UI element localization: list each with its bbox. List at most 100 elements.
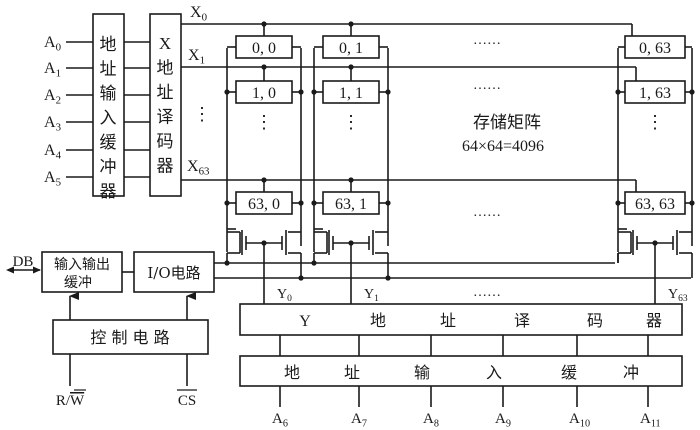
x-line-label-x63: X63 [187, 158, 210, 178]
junction-dot [298, 89, 304, 95]
y-address-input-buffer-label: 地址输入缓冲 [284, 363, 639, 382]
y-decoder-char-1: 地 [370, 311, 386, 330]
input-label-a9: A9 [495, 411, 511, 429]
ellipsis-row0: …… [473, 33, 501, 48]
memory-cell-label: 0, 1 [339, 40, 363, 57]
x-line-label-x0: X0 [190, 4, 208, 24]
y-decoder-char-3: 译 [514, 311, 530, 330]
db-bidirectional-arrow [6, 266, 41, 274]
control-circuit-box [52, 319, 209, 355]
junction-dot [689, 200, 695, 206]
word-line-junction [348, 64, 354, 70]
memory-columns: 0, 0 1, 0 63, 0 ⋮ Y0 0, 1 1, 1 63, 1 ⋮ Y1 0, 63 1, … [224, 21, 695, 304]
y-buffer-char-3: 入 [486, 363, 502, 382]
addr-buffer-char-4: 缓 [100, 133, 117, 153]
io-buffer-box [41, 251, 123, 293]
addr-buffer-char-2: 输 [100, 84, 117, 104]
cs-label: CS [178, 393, 196, 409]
addr-buffer-char-1: 址 [100, 60, 117, 80]
memory-column-0: 0, 01, 063, 0⋮Y0 [224, 21, 304, 304]
rw-label: R/W [56, 393, 85, 409]
x-lines-vertical-ellipsis: ⋮ [193, 104, 211, 124]
matrix-title: 存储矩阵 [473, 113, 541, 133]
db-label: DB [13, 254, 34, 270]
memory-cell-label: 1, 63 [639, 85, 671, 102]
y-decoder-char-4: 码 [587, 311, 603, 330]
memory-column-1: 0, 1 1, 1 63, 1 ⋮ Y1 [311, 21, 391, 304]
input-label-a0: A0 [44, 34, 62, 54]
x-decoder-char-2: 址 [157, 83, 174, 103]
junction-dot [224, 200, 230, 206]
word-line-junction [261, 21, 267, 27]
word-line-junction [261, 64, 267, 70]
y-decoder-char-5: 器 [646, 311, 662, 330]
io-circuit-label: I/O电路 [147, 264, 200, 282]
input-label-a10: A10 [569, 411, 590, 429]
x-address-decoder-box [149, 13, 182, 197]
addr-buffer-char-0: 地 [100, 35, 117, 55]
y-buffer-char-5: 冲 [623, 363, 639, 382]
io-buffer-line1: 输入输出 [54, 257, 110, 273]
y-buffer-char-2: 输 [414, 363, 430, 382]
memory-cell-label: 1, 0 [252, 85, 276, 102]
junction-dot [689, 89, 695, 95]
input-label-a6: A6 [272, 411, 288, 429]
memory-cell-label: 63, 0 [248, 196, 280, 213]
x-line-label-x1: X1 [188, 47, 205, 67]
x-decoder-char-1: 地 [157, 59, 174, 79]
junction-dot [615, 89, 621, 95]
y-line-label-y0: Y0 [277, 287, 292, 304]
y-decoder-char-0: Y [299, 313, 311, 330]
y-decoder-char-2: 址 [440, 311, 456, 330]
y-buffer-char-0: 地 [284, 363, 300, 382]
junction-dot [385, 200, 391, 206]
y-buffer-char-4: 缓 [561, 363, 577, 382]
input-label-a11: A11 [640, 411, 661, 429]
memory-cell-label: 0, 63 [639, 40, 671, 57]
ellipsis-y-lines: …… [473, 285, 501, 300]
addr-buffer-char-6: 器 [100, 182, 117, 202]
word-line-junction [261, 177, 267, 183]
input-label-a7: A7 [351, 411, 367, 429]
x-decoder-char-3: 译 [157, 108, 174, 128]
memory-cell-label: 0, 0 [252, 40, 276, 57]
junction-dot [311, 200, 317, 206]
column-vertical-ellipsis: ⋮ [646, 112, 664, 132]
input-label-a5: A5 [44, 169, 62, 189]
buffer-decoder-connections [124, 41, 150, 178]
junction-dot [311, 89, 317, 95]
input-label-a2: A2 [44, 87, 61, 107]
x-decoder-char-4: 码 [157, 132, 174, 152]
memory-cell-label: 63, 1 [335, 196, 367, 213]
ellipsis-row63: …… [473, 205, 501, 220]
input-label-a3: A3 [44, 114, 62, 134]
x-decoder-char-5: 器 [157, 157, 174, 177]
input-label-a1: A1 [44, 60, 61, 80]
control-circuit-label: 控 制 电 路 [90, 328, 169, 347]
junction-dot [385, 89, 391, 95]
io-buffer-line2: 缓冲 [64, 275, 92, 291]
y-line-label-y1: Y1 [364, 287, 379, 304]
y-line-label-y63: Y63 [668, 287, 688, 304]
memory-cell-label: 1, 1 [339, 85, 363, 102]
word-line-junction [348, 177, 354, 183]
addr-buffer-char-5: 冲 [100, 158, 117, 178]
y-buffer-char-1: 址 [344, 363, 360, 382]
input-label-a4: A4 [44, 142, 62, 162]
ellipsis-row1: …… [473, 78, 501, 93]
x-decoder-char-0: X [159, 34, 171, 53]
junction-dot [615, 200, 621, 206]
address-input-buffer-box [92, 13, 125, 197]
column-vertical-ellipsis: ⋮ [342, 112, 360, 132]
junction-dot [298, 200, 304, 206]
addr-buffer-char-3: 入 [100, 109, 117, 129]
y-address-decoder-box [239, 303, 683, 336]
io-circuit-box [133, 251, 215, 293]
